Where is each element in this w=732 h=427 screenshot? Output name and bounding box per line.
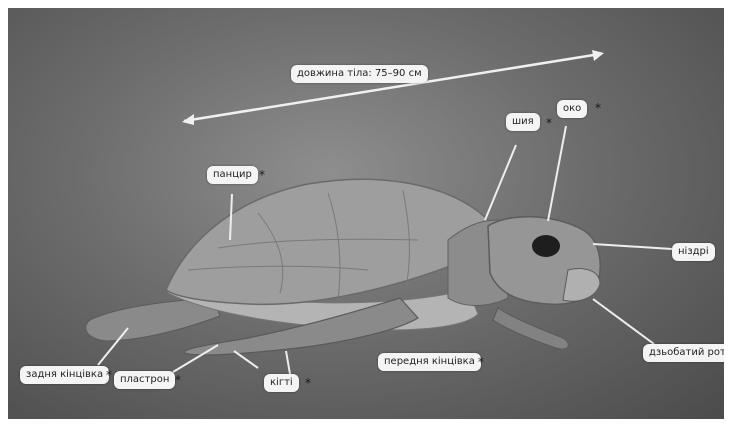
turtle-beak: [563, 269, 600, 302]
neck-label: шия: [506, 113, 540, 131]
shell-marker: *: [259, 169, 265, 181]
claws-label: кігті: [264, 374, 299, 392]
eye-marker: *: [595, 102, 601, 114]
plastron-marker: *: [175, 374, 181, 386]
front-flipper-label: передня кінцівка: [378, 353, 481, 371]
plastron-label: пластрон: [114, 371, 175, 389]
claws-marker: *: [305, 377, 311, 389]
length-label: довжина тіла: 75–90 см: [291, 65, 428, 83]
front-flipper-marker: *: [478, 356, 484, 368]
beak-label: дзьобатий рот: [643, 344, 724, 362]
nostrils-label: ніздрі: [672, 243, 715, 261]
hind-flipper-label: задня кінцівка: [20, 366, 109, 384]
loggerhead-turtle-photo: довжина тіла: 75–90 см шия * око * панци…: [8, 8, 724, 419]
neck-marker: *: [546, 117, 552, 129]
hind-flipper-marker: *: [106, 369, 112, 381]
eye-label: око: [557, 100, 587, 118]
far-front-flipper: [493, 308, 568, 349]
shell-label: панцир: [207, 166, 258, 184]
length-arrow: [182, 50, 604, 125]
turtle-eye: [532, 235, 560, 257]
